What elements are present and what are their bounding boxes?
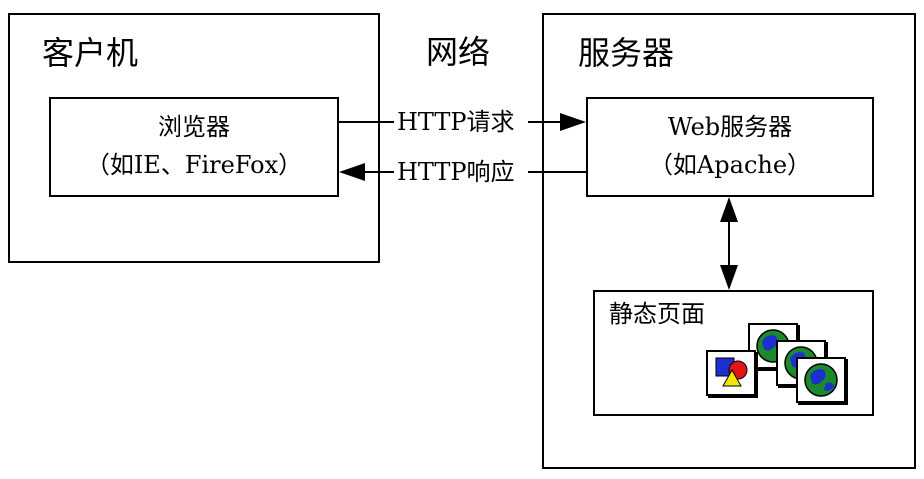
- web-server-label: Web服务器: [667, 113, 793, 141]
- client-machine-title: 客户机: [42, 34, 139, 72]
- shapes-page-icon: [706, 350, 756, 396]
- globe-page-icon: [796, 357, 846, 403]
- bidirectional-arrowhead-down: [720, 265, 738, 290]
- web-server-examples: （如Apache）: [648, 151, 812, 179]
- browser-examples: （如IE、FireFox）: [85, 151, 303, 179]
- server-title: 服务器: [578, 34, 675, 72]
- request-arrowhead: [560, 113, 586, 131]
- browser-label: 浏览器: [158, 113, 230, 141]
- browser-box: 浏览器 （如IE、FireFox）: [49, 97, 339, 197]
- static-pages-title: 静态页面: [609, 300, 705, 328]
- bidirectional-arrowhead-up: [720, 197, 738, 222]
- network-title: 网络: [426, 33, 491, 71]
- web-server-box: Web服务器 （如Apache）: [586, 97, 874, 197]
- http-response-label: HTTP响应: [397, 158, 515, 186]
- response-arrowhead: [339, 163, 365, 181]
- http-request-label: HTTP请求: [397, 108, 515, 136]
